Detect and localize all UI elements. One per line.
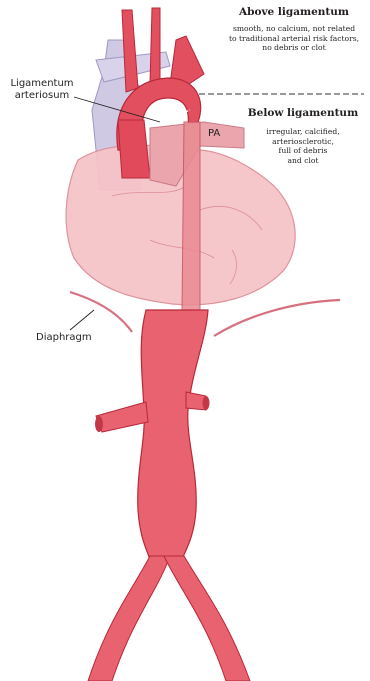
right-renal-artery-end <box>203 396 210 410</box>
below-ligamentum-description: irregular, calcified, arteriosclerotic, … <box>240 127 366 165</box>
left-renal-artery <box>96 402 148 432</box>
above-ligamentum-heading: Above ligamentum <box>222 6 366 18</box>
ligamentum-label-line: Ligamentum <box>10 78 74 90</box>
descending-aorta-thoracic <box>182 122 200 310</box>
left-common-carotid <box>150 8 160 84</box>
ligamentum-label-line: arteriosum <box>10 90 74 102</box>
below-line: full of debris <box>240 146 366 156</box>
below-line: arteriosclerotic, <box>240 137 366 147</box>
above-line: no debris or clot <box>222 43 366 53</box>
ligamentum-arteriosum-label: Ligamentum arteriosum <box>10 78 74 102</box>
pa-label: PA <box>208 128 220 140</box>
below-ligamentum-heading: Below ligamentum <box>240 107 366 119</box>
right-iliac-artery <box>164 556 250 681</box>
ascending-aorta <box>118 120 150 178</box>
above-line: smooth, no calcium, not related <box>222 24 366 34</box>
below-line: irregular, calcified, <box>240 127 366 137</box>
below-ligamentum-text: Below ligamentum irregular, calcified, a… <box>240 107 366 165</box>
above-line: to traditional arterial risk factors, <box>222 34 366 44</box>
abdominal-aorta <box>138 310 208 560</box>
below-line: and clot <box>240 156 366 166</box>
left-iliac-artery <box>88 556 170 681</box>
above-ligamentum-text: Above ligamentum smooth, no calcium, not… <box>222 6 366 53</box>
diaphragm-label: Diaphragm <box>36 332 92 344</box>
diaphragm-pointer <box>70 310 94 330</box>
left-renal-artery-end <box>95 416 103 432</box>
ligamentum-arteriosum <box>160 110 190 122</box>
above-ligamentum-description: smooth, no calcium, not related to tradi… <box>222 24 366 53</box>
